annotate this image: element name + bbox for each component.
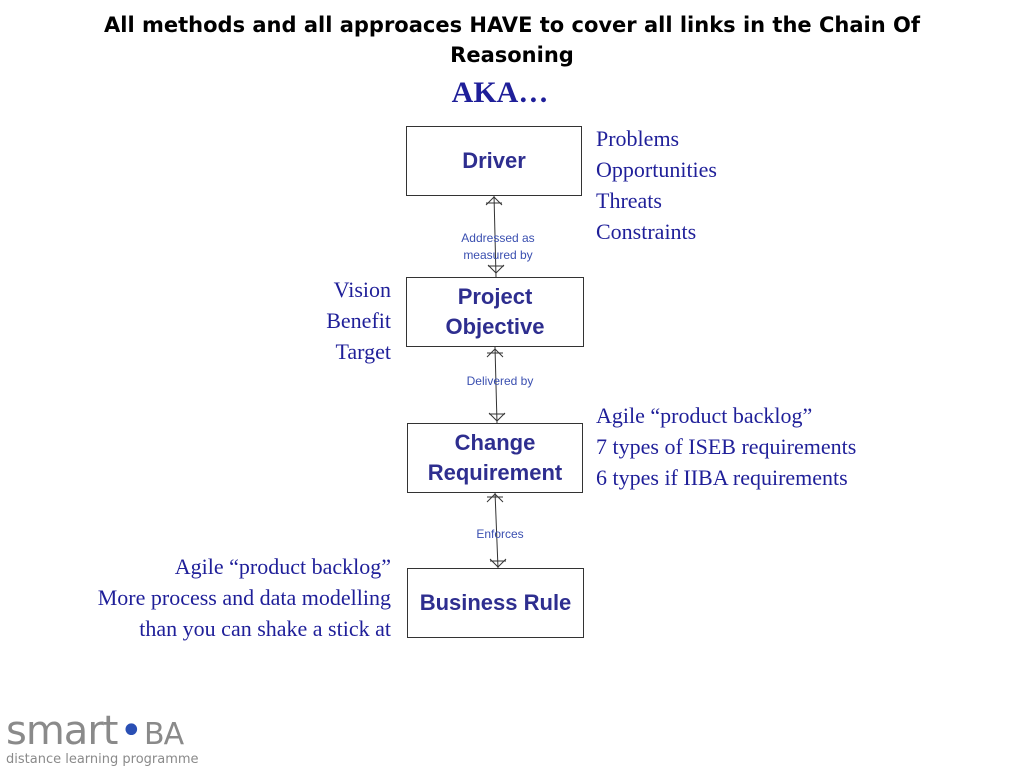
- change-requirement-label-line-1: Change: [454, 430, 536, 455]
- business-rule-box: Business Rule: [407, 568, 584, 638]
- objective-note-item: Vision: [333, 277, 391, 302]
- driver-notes: Problems Opportunities Threats Constrain…: [596, 123, 717, 247]
- driver-note-item: Threats: [596, 188, 662, 213]
- connector-label-enforces: Enforces: [440, 526, 560, 543]
- connector-label-addressed-line-1: Addressed as: [461, 231, 535, 245]
- requirement-note-item: 6 types if IIBA requirements: [596, 465, 848, 490]
- connector-3-bottom-marker: [489, 558, 507, 568]
- objective-note-item: Target: [335, 339, 391, 364]
- project-objective-box: Project Objective: [406, 277, 584, 347]
- connector-label-enforces-line-1: Enforces: [476, 527, 524, 541]
- change-requirement-label-line-2: Requirement: [427, 460, 563, 485]
- driver-label: Driver: [462, 148, 526, 173]
- driver-box: Driver: [406, 126, 582, 196]
- logo-wordmark: smart•BA: [6, 708, 184, 758]
- driver-note-item: Opportunities: [596, 157, 717, 182]
- smartba-logo: smart•BA distance learning programme: [6, 708, 206, 768]
- logo-dot-icon: •: [119, 708, 143, 754]
- connector-2-bottom-marker: [488, 412, 506, 422]
- connector-2-top-marker: [486, 348, 504, 358]
- logo-tagline: distance learning programme: [6, 752, 199, 767]
- connector-line-1: [493, 194, 497, 278]
- connector-label-delivered: Delivered by: [440, 373, 560, 390]
- driver-note-item: Constraints: [596, 219, 697, 244]
- project-objective-label-line-2: Objective: [445, 314, 545, 339]
- project-objective-label-line-1: Project: [457, 284, 533, 309]
- connector-line-2: [494, 346, 498, 424]
- objective-notes: Vision Benefit Target: [230, 274, 391, 367]
- connector-label-addressed: Addressed as measured by: [438, 230, 558, 264]
- objective-note-item: Benefit: [326, 308, 391, 333]
- connector-label-delivered-line-1: Delivered by: [466, 374, 534, 388]
- page-subtitle: AKA…: [451, 76, 549, 109]
- logo-brand-suffix: BA: [144, 717, 184, 752]
- connector-label-addressed-line-2: measured by: [463, 248, 533, 262]
- logo-brand-main: smart: [6, 708, 118, 754]
- requirement-note-item: 7 types of ISEB requirements: [596, 434, 857, 459]
- business-rule-label: Business Rule: [419, 590, 572, 615]
- connector-3-top-marker: [486, 493, 504, 503]
- page-title: All methods and all approaces HAVE to co…: [104, 13, 920, 67]
- change-requirement-box: Change Requirement: [407, 423, 583, 493]
- driver-note-item: Problems: [596, 126, 680, 151]
- business-rule-note-item: More process and data modelling: [97, 585, 391, 610]
- business-rule-notes: Agile “product backlog” More process and…: [20, 551, 391, 644]
- requirement-note-item: Agile “product backlog”: [596, 403, 813, 428]
- connector-line-3: [494, 491, 499, 569]
- connector-1-top-marker: [485, 196, 503, 206]
- business-rule-note-item: Agile “product backlog”: [174, 554, 391, 579]
- business-rule-note-item: than you can shake a stick at: [139, 616, 391, 641]
- requirement-notes: Agile “product backlog” 7 types of ISEB …: [596, 400, 856, 493]
- connector-1-bottom-marker: [487, 264, 505, 274]
